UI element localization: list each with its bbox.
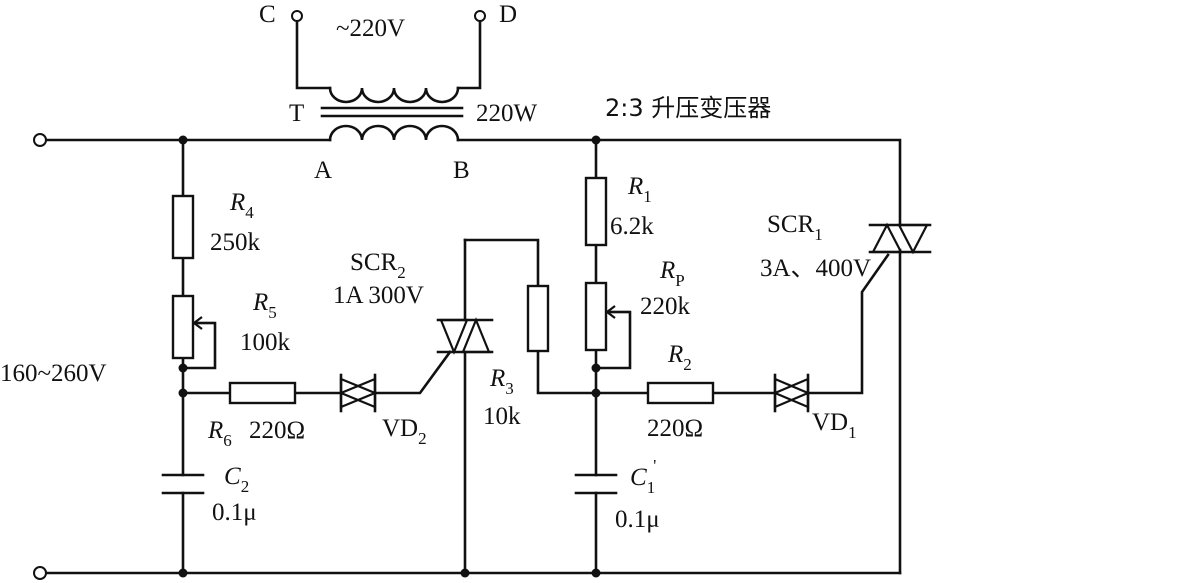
resistor-r2 xyxy=(646,381,715,405)
capacitor-c1 xyxy=(574,473,618,495)
label-c2-ref: C2 xyxy=(224,463,249,496)
label-scr1-ref: SCR1 xyxy=(767,211,823,244)
diac-vd1 xyxy=(772,373,811,413)
label-vd2: VD2 xyxy=(382,415,427,448)
triac-scr1 xyxy=(868,222,932,255)
transformer-primary-coil xyxy=(328,124,460,142)
transformer xyxy=(320,86,464,142)
label-r6-ref: R6 xyxy=(207,417,232,450)
label-r2-ref: R2 xyxy=(667,341,692,374)
label-scr1-rating: 3A、400V xyxy=(760,255,871,282)
label-scr2-ref: SCR2 xyxy=(350,249,406,282)
label-r4-value: 250k xyxy=(210,229,261,256)
label-r1-value: 6.2k xyxy=(610,213,654,240)
label-vd1: VD1 xyxy=(812,409,857,442)
label-r1-ref: R1 xyxy=(627,173,652,206)
label-transformer-note: 2:3 升压变压器 xyxy=(605,94,771,122)
label-rp-value: 220k xyxy=(640,293,691,320)
label-transformer-power: 220W xyxy=(476,100,538,127)
resistor-r4 xyxy=(171,194,195,260)
label-input-voltage: 160~260V xyxy=(0,360,107,387)
label-tap-b: B xyxy=(453,157,470,184)
label-r4-ref: R4 xyxy=(229,189,254,222)
terminal-d xyxy=(474,10,486,22)
terminals xyxy=(33,10,486,580)
resistor-r3 xyxy=(526,284,550,353)
label-r3-value: 10k xyxy=(483,403,521,430)
wires xyxy=(45,20,902,575)
label-tap-a: A xyxy=(314,157,332,184)
label-r2-value: 220Ω xyxy=(647,415,703,442)
label-r6-value: 220Ω xyxy=(249,417,305,444)
input-terminal-top xyxy=(33,133,47,147)
label-r3-ref: R3 xyxy=(489,365,514,398)
label-c1-ref: C1' xyxy=(630,456,656,497)
label-transformer-ref: T xyxy=(289,100,304,127)
junctions xyxy=(178,135,601,578)
label-r5-ref: R5 xyxy=(252,289,277,322)
label-terminal-d: D xyxy=(499,1,517,28)
label-scr2-rating: 1A 300V xyxy=(333,282,424,309)
resistor-r6 xyxy=(228,381,297,405)
r5-wiper-arrow xyxy=(192,316,215,330)
label-rp-ref: RP xyxy=(659,257,685,290)
capacitor-c2 xyxy=(161,473,205,495)
diac-vd2 xyxy=(338,373,378,413)
rp-wiper-arrow xyxy=(605,305,630,319)
label-c2-value: 0.1μ xyxy=(212,499,257,526)
label-secondary-voltage: ~220V xyxy=(336,15,405,42)
potentiometer-r5 xyxy=(171,294,195,360)
input-terminal-bottom xyxy=(33,566,47,580)
terminal-c xyxy=(291,10,303,22)
triac-scr2 xyxy=(436,317,494,355)
label-c1-value: 0.1μ xyxy=(615,506,660,533)
label-r5-value: 100k xyxy=(240,329,291,356)
resistor-r1 xyxy=(584,176,608,247)
potentiometer-rp xyxy=(584,281,608,352)
label-terminal-c: C xyxy=(259,1,276,28)
transformer-secondary-coil xyxy=(328,86,460,104)
